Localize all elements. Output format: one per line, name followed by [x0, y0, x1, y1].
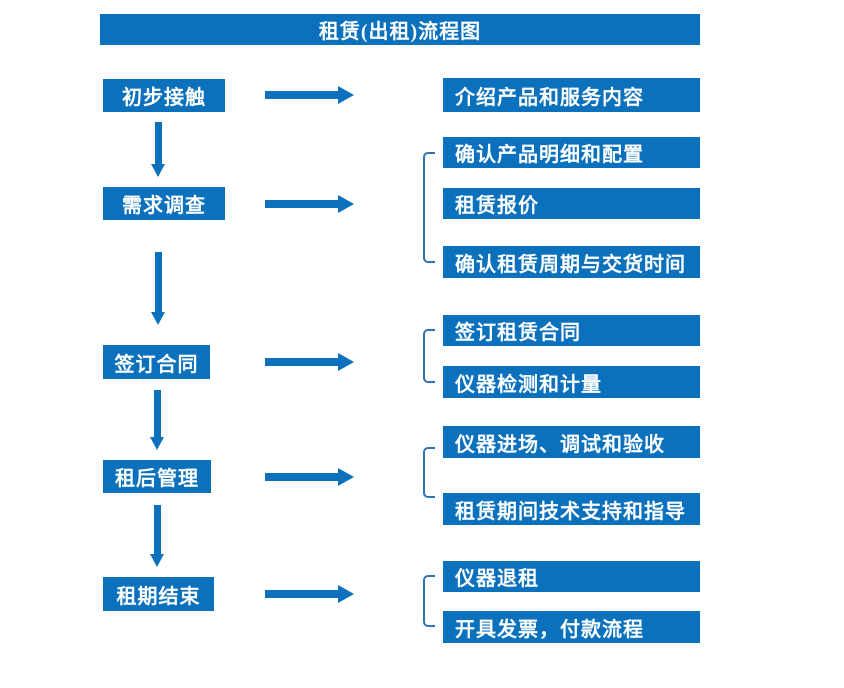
output-box: 确认租赁周期与交货时间	[443, 246, 700, 278]
output-box: 开具发票，付款流程	[443, 611, 700, 643]
right-arrow-head	[338, 86, 354, 104]
output-box: 介绍产品和服务内容	[443, 78, 700, 112]
output-box: 仪器检测和计量	[443, 366, 700, 398]
page-title: 租赁(出租)流程图	[318, 21, 482, 43]
group-bracket	[423, 152, 435, 263]
right-arrow-head	[338, 195, 354, 213]
right-arrow	[265, 468, 354, 486]
down-arrow-head	[151, 312, 165, 325]
right-arrow	[265, 86, 354, 104]
right-arrow-head	[338, 353, 354, 371]
right-arrow-shaft	[265, 91, 338, 99]
down-arrow	[151, 252, 166, 325]
output-box: 租赁报价	[443, 188, 700, 219]
output-box: 租赁期间技术支持和指导	[443, 493, 700, 525]
step-box-initial-contact: 初步接触	[103, 79, 225, 112]
step-box-lease-end: 租期结束	[103, 577, 214, 611]
right-arrow	[265, 353, 354, 371]
group-bracket	[423, 575, 435, 627]
down-arrow-shaft	[155, 122, 162, 164]
step-box-demand-survey: 需求调查	[103, 187, 225, 220]
group-bracket	[423, 447, 435, 498]
down-arrow-shaft	[154, 390, 161, 437]
right-arrow-shaft	[265, 200, 338, 208]
down-arrow-head	[150, 554, 164, 567]
step-box-post-rental-management: 租后管理	[103, 460, 211, 493]
down-arrow-shaft	[155, 252, 162, 312]
right-arrow	[265, 195, 354, 213]
down-arrow	[151, 122, 166, 177]
down-arrow	[150, 390, 165, 450]
right-arrow-shaft	[265, 358, 338, 366]
right-arrow-shaft	[265, 590, 338, 598]
group-bracket	[423, 329, 435, 383]
right-arrow-head	[338, 468, 354, 486]
right-arrow-shaft	[265, 473, 338, 481]
down-arrow-head	[150, 437, 164, 450]
output-box: 仪器退租	[443, 561, 700, 592]
step-box-sign-contract: 签订合同	[103, 345, 210, 379]
title-bar: 租赁(出租)流程图	[100, 14, 700, 45]
down-arrow-head	[151, 164, 165, 177]
down-arrow	[150, 505, 165, 567]
right-arrow-head	[338, 585, 354, 603]
right-arrow	[265, 585, 354, 603]
down-arrow-shaft	[154, 505, 161, 554]
output-box: 签订租赁合同	[443, 315, 700, 346]
output-box: 确认产品明细和配置	[443, 137, 700, 168]
output-box: 仪器进场、调试和验收	[443, 426, 700, 458]
